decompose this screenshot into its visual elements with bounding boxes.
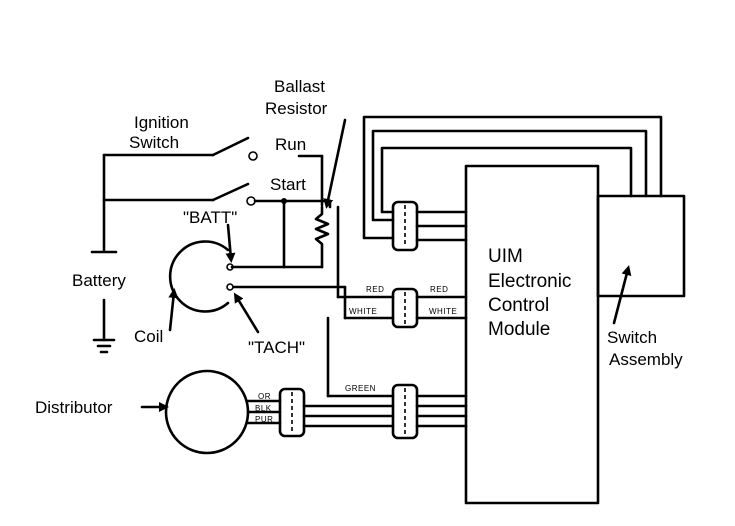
ignition-switch: [102, 136, 258, 206]
connector-switch-bundle: [391, 200, 419, 252]
wire-label-green: GREEN: [345, 384, 376, 393]
batt-label: "BATT": [183, 208, 237, 227]
wire-label-red-left: RED: [366, 285, 384, 294]
module-label-line1: UIM: [488, 246, 523, 267]
red-wire: [336, 205, 468, 299]
white-wire: [343, 295, 468, 320]
switch-bundle-wires: [362, 115, 663, 242]
start-label: Start: [270, 175, 306, 194]
wire-label-white-left: WHITE: [349, 307, 377, 316]
wire-label-pur: PUR: [255, 415, 273, 424]
switch-assembly-label-line1: Switch: [607, 328, 657, 347]
ballast-resistor: [230, 205, 330, 269]
ballast-label-line1: Ballast: [274, 77, 325, 96]
switch-assembly-label-line2: Assembly: [609, 350, 683, 369]
uim-module: [464, 164, 600, 505]
battery-symbol: [90, 153, 118, 354]
wire-label-or: OR: [258, 392, 271, 401]
ignition-label-line1: Ignition: [134, 113, 189, 132]
tach-label: "TACH": [248, 338, 305, 357]
connector-red-white: [391, 287, 419, 329]
distributor: [164, 369, 395, 455]
run-label: Run: [275, 135, 306, 154]
wire-label-white-right: WHITE: [429, 307, 457, 316]
start-wire: [253, 198, 332, 269]
coil: [168, 240, 347, 313]
arrows: [140, 118, 632, 412]
wire-label-blk: BLK: [255, 404, 272, 413]
module-label-line3: Control: [488, 295, 549, 316]
run-wire: [297, 154, 324, 207]
module-label-line4: Module: [488, 319, 550, 340]
green-wire: [326, 316, 468, 398]
coil-label: Coil: [134, 327, 163, 346]
switch-assembly: [596, 194, 686, 298]
ignition-label-line2: Switch: [129, 133, 179, 152]
wire-label-red-right: RED: [430, 285, 448, 294]
ballast-label-line2: Resistor: [265, 99, 328, 118]
connector-distributor-bundle: [391, 383, 468, 440]
module-label-line2: Electronic: [488, 271, 571, 292]
distributor-label: Distributor: [35, 398, 113, 417]
battery-label: Battery: [72, 271, 126, 290]
